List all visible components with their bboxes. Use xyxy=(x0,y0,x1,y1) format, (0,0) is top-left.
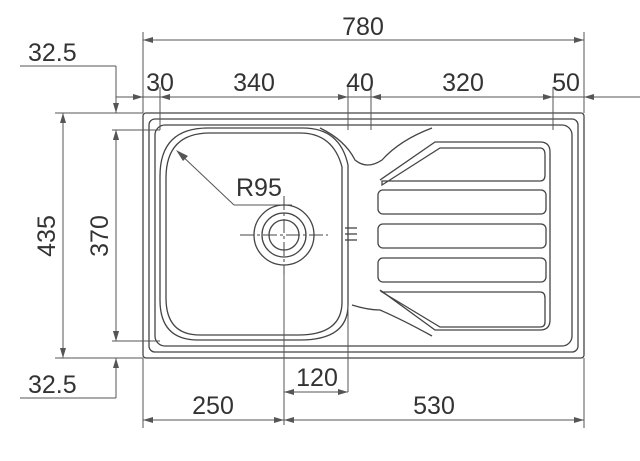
drainer-lower-transition xyxy=(351,304,433,337)
drainer-outline xyxy=(379,141,551,331)
bottom-offset-label: 32.5 xyxy=(28,371,77,399)
bowl-width-label: 340 xyxy=(233,69,275,97)
overall-depth-label: 435 xyxy=(33,215,61,257)
sink-outer-edge xyxy=(142,112,585,359)
sink-bowl: R95 xyxy=(159,127,357,341)
dimension-drain-offset: 120 xyxy=(283,275,349,425)
dimension-top-offset: 32.5 xyxy=(20,39,160,140)
drain-offset-label: 120 xyxy=(296,364,338,392)
overall-width-label: 780 xyxy=(342,13,384,41)
dimension-overall-depth: 435 xyxy=(33,112,143,359)
divider-width-label: 40 xyxy=(346,69,374,97)
left-margin-label: 30 xyxy=(146,69,174,97)
radius-arrowhead xyxy=(176,150,188,161)
drainer-rib-2 xyxy=(377,223,547,249)
overflow-slots xyxy=(345,227,357,241)
dimension-segments-row: 30 340 40 320 50 xyxy=(116,69,640,130)
right-margin-label: 50 xyxy=(552,69,580,97)
bowl-outer-edge xyxy=(159,127,349,341)
sink-drainer xyxy=(319,127,551,337)
drainer-rib-angled-top xyxy=(381,147,546,187)
radius-leader-line xyxy=(177,151,235,206)
top-offset-label: 32.5 xyxy=(28,39,77,67)
drainer-rib-angled-bottom xyxy=(379,291,546,328)
drainer-upper-transition xyxy=(319,127,433,166)
bowl-depth-label: 370 xyxy=(86,215,114,257)
bowl-inner-edge xyxy=(165,132,343,336)
drainer-width-label: 320 xyxy=(442,69,484,97)
drain-from-left-label: 250 xyxy=(192,392,234,420)
sink-inner-edge xyxy=(148,118,579,353)
drainer-rib-1 xyxy=(377,189,547,215)
drainer-rib-3 xyxy=(377,257,547,283)
sink-deck-edge xyxy=(154,124,573,347)
sink-outline xyxy=(142,112,585,359)
dimension-bottom-row: 250 530 xyxy=(142,358,585,428)
dimension-bottom-offset: 32.5 xyxy=(20,331,160,399)
dimension-overall-width: 780 xyxy=(142,13,585,113)
drain-to-right-label: 530 xyxy=(413,392,455,420)
dimension-bowl-depth: 370 xyxy=(86,130,119,341)
radius-label: R95 xyxy=(236,174,282,202)
